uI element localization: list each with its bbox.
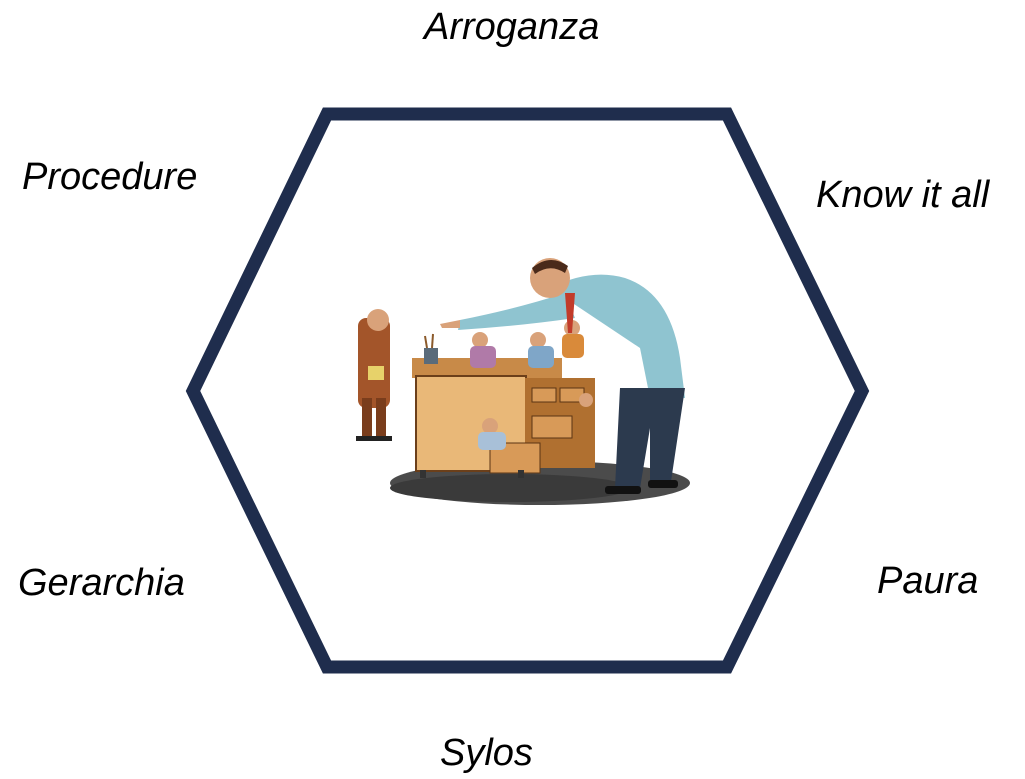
desk [412,333,595,478]
label-top: Arroganza [424,6,600,48]
label-bottom: Sylos [440,732,533,774]
hexagon-outline [185,107,870,674]
label-bottom-right: Paura [877,560,979,602]
boss-figure [440,258,685,494]
desk-workers [470,320,593,450]
small-employee-figure [356,309,392,441]
label-top-right: Know it all [816,174,990,216]
label-bottom-left: Gerarchia [18,562,185,604]
office-boss-illustration [356,258,690,505]
label-top-left: Procedure [22,156,198,198]
